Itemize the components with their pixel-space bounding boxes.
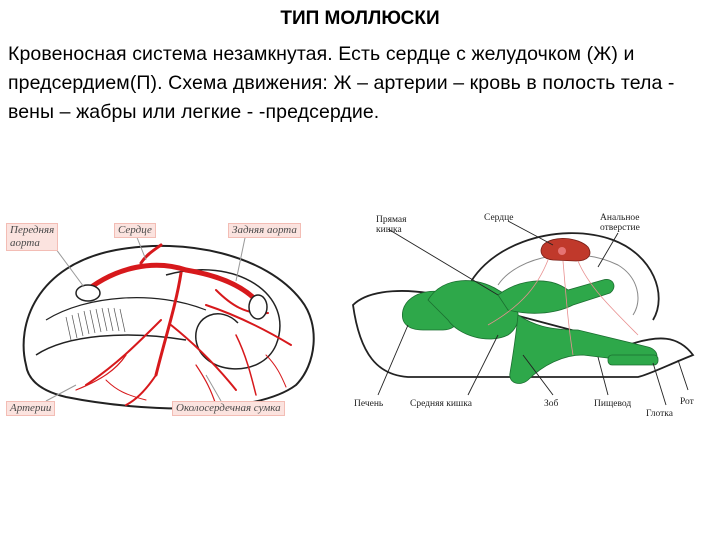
- circulatory-system-figure: Передняя аорта Сердце Задняя аорта Артер…: [6, 215, 328, 420]
- label-rectum: Прямая кишка: [376, 215, 407, 235]
- label-heart: Сердце: [114, 223, 156, 238]
- label-mouth: Рот: [680, 397, 694, 407]
- label-arteries: Артерии: [6, 401, 56, 416]
- label-pharynx: Глотка: [646, 409, 673, 419]
- label-front-aorta-line1: Передняя: [10, 224, 55, 236]
- label-heart-2: Сердце: [484, 213, 514, 223]
- circulatory-system-drawing: [22, 232, 315, 410]
- label-front-aorta: Передняя аорта: [6, 223, 59, 251]
- slide-title: ТИП МОЛЛЮСКИ: [280, 8, 440, 29]
- label-esophagus: Пищевод: [594, 399, 632, 409]
- label-crop: Зоб: [544, 399, 559, 409]
- label-rectum-line2: кишка: [376, 225, 402, 235]
- digestive-system-figure: Прямая кишка Сердце Анальное отверстие П…: [348, 205, 703, 430]
- label-front-aorta-line2: аорта: [10, 237, 40, 249]
- label-anus-line2: отверстие: [600, 223, 640, 233]
- label-rectum-line1: Прямая: [376, 215, 407, 225]
- label-anus: Анальное отверстие: [600, 213, 640, 233]
- label-liver: Печень: [354, 399, 384, 409]
- slide-paragraph: Кровеносная система незамкнутая. Есть се…: [8, 43, 675, 123]
- label-anus-line1: Анальное: [600, 213, 640, 223]
- digestive-system-drawing: [352, 220, 695, 406]
- label-rear-aorta: Задняя аорта: [228, 223, 301, 238]
- label-midgut: Средняя кишка: [410, 399, 472, 409]
- label-pericardial-sac: Околосердечная сумка: [172, 401, 285, 416]
